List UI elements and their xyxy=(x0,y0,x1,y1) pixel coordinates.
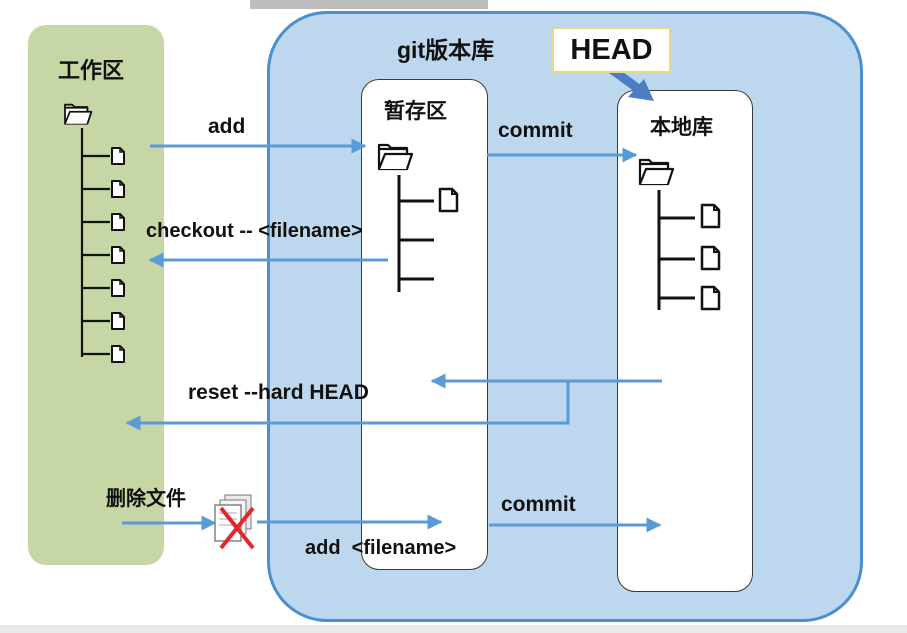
file-icon xyxy=(111,246,125,264)
file-icon xyxy=(438,187,459,213)
workdir-file-tree xyxy=(64,103,125,363)
file-icon xyxy=(111,180,125,198)
local-file-tree xyxy=(638,158,721,311)
file-icon xyxy=(700,285,721,311)
working-directory-panel xyxy=(28,25,164,565)
file-icon xyxy=(111,147,125,165)
workdir-title: 工作区 xyxy=(58,58,125,83)
add-filename-label: add <filename> xyxy=(305,537,457,559)
bottom-strip xyxy=(0,625,907,633)
file-icon xyxy=(111,279,125,297)
staging-file-tree xyxy=(377,143,459,292)
file-icon xyxy=(111,312,125,330)
folder-icon xyxy=(638,158,675,186)
commit-label: commit xyxy=(498,119,573,142)
reset-label: reset --hard HEAD xyxy=(188,381,369,404)
file-icon xyxy=(111,345,125,363)
folder-icon xyxy=(64,103,93,125)
reset-arrow-to-workdir xyxy=(125,381,570,431)
file-icon xyxy=(700,245,721,271)
head-pointer-label: HEAD xyxy=(552,27,671,73)
add-label: add xyxy=(208,115,246,138)
file-icon xyxy=(700,203,721,229)
delete-file-icon xyxy=(214,494,255,550)
local-title: 本地库 xyxy=(650,116,713,139)
folder-icon xyxy=(377,143,414,171)
checkout-label: checkout -- <filename> xyxy=(146,220,363,242)
commit2-label: commit xyxy=(501,493,576,516)
stage-title: 暂存区 xyxy=(384,100,447,123)
delete-label: 删除文件 xyxy=(106,488,186,510)
file-icon xyxy=(111,213,125,231)
top-scroll-strip xyxy=(250,0,488,9)
repo-title: git版本库 xyxy=(397,37,495,63)
